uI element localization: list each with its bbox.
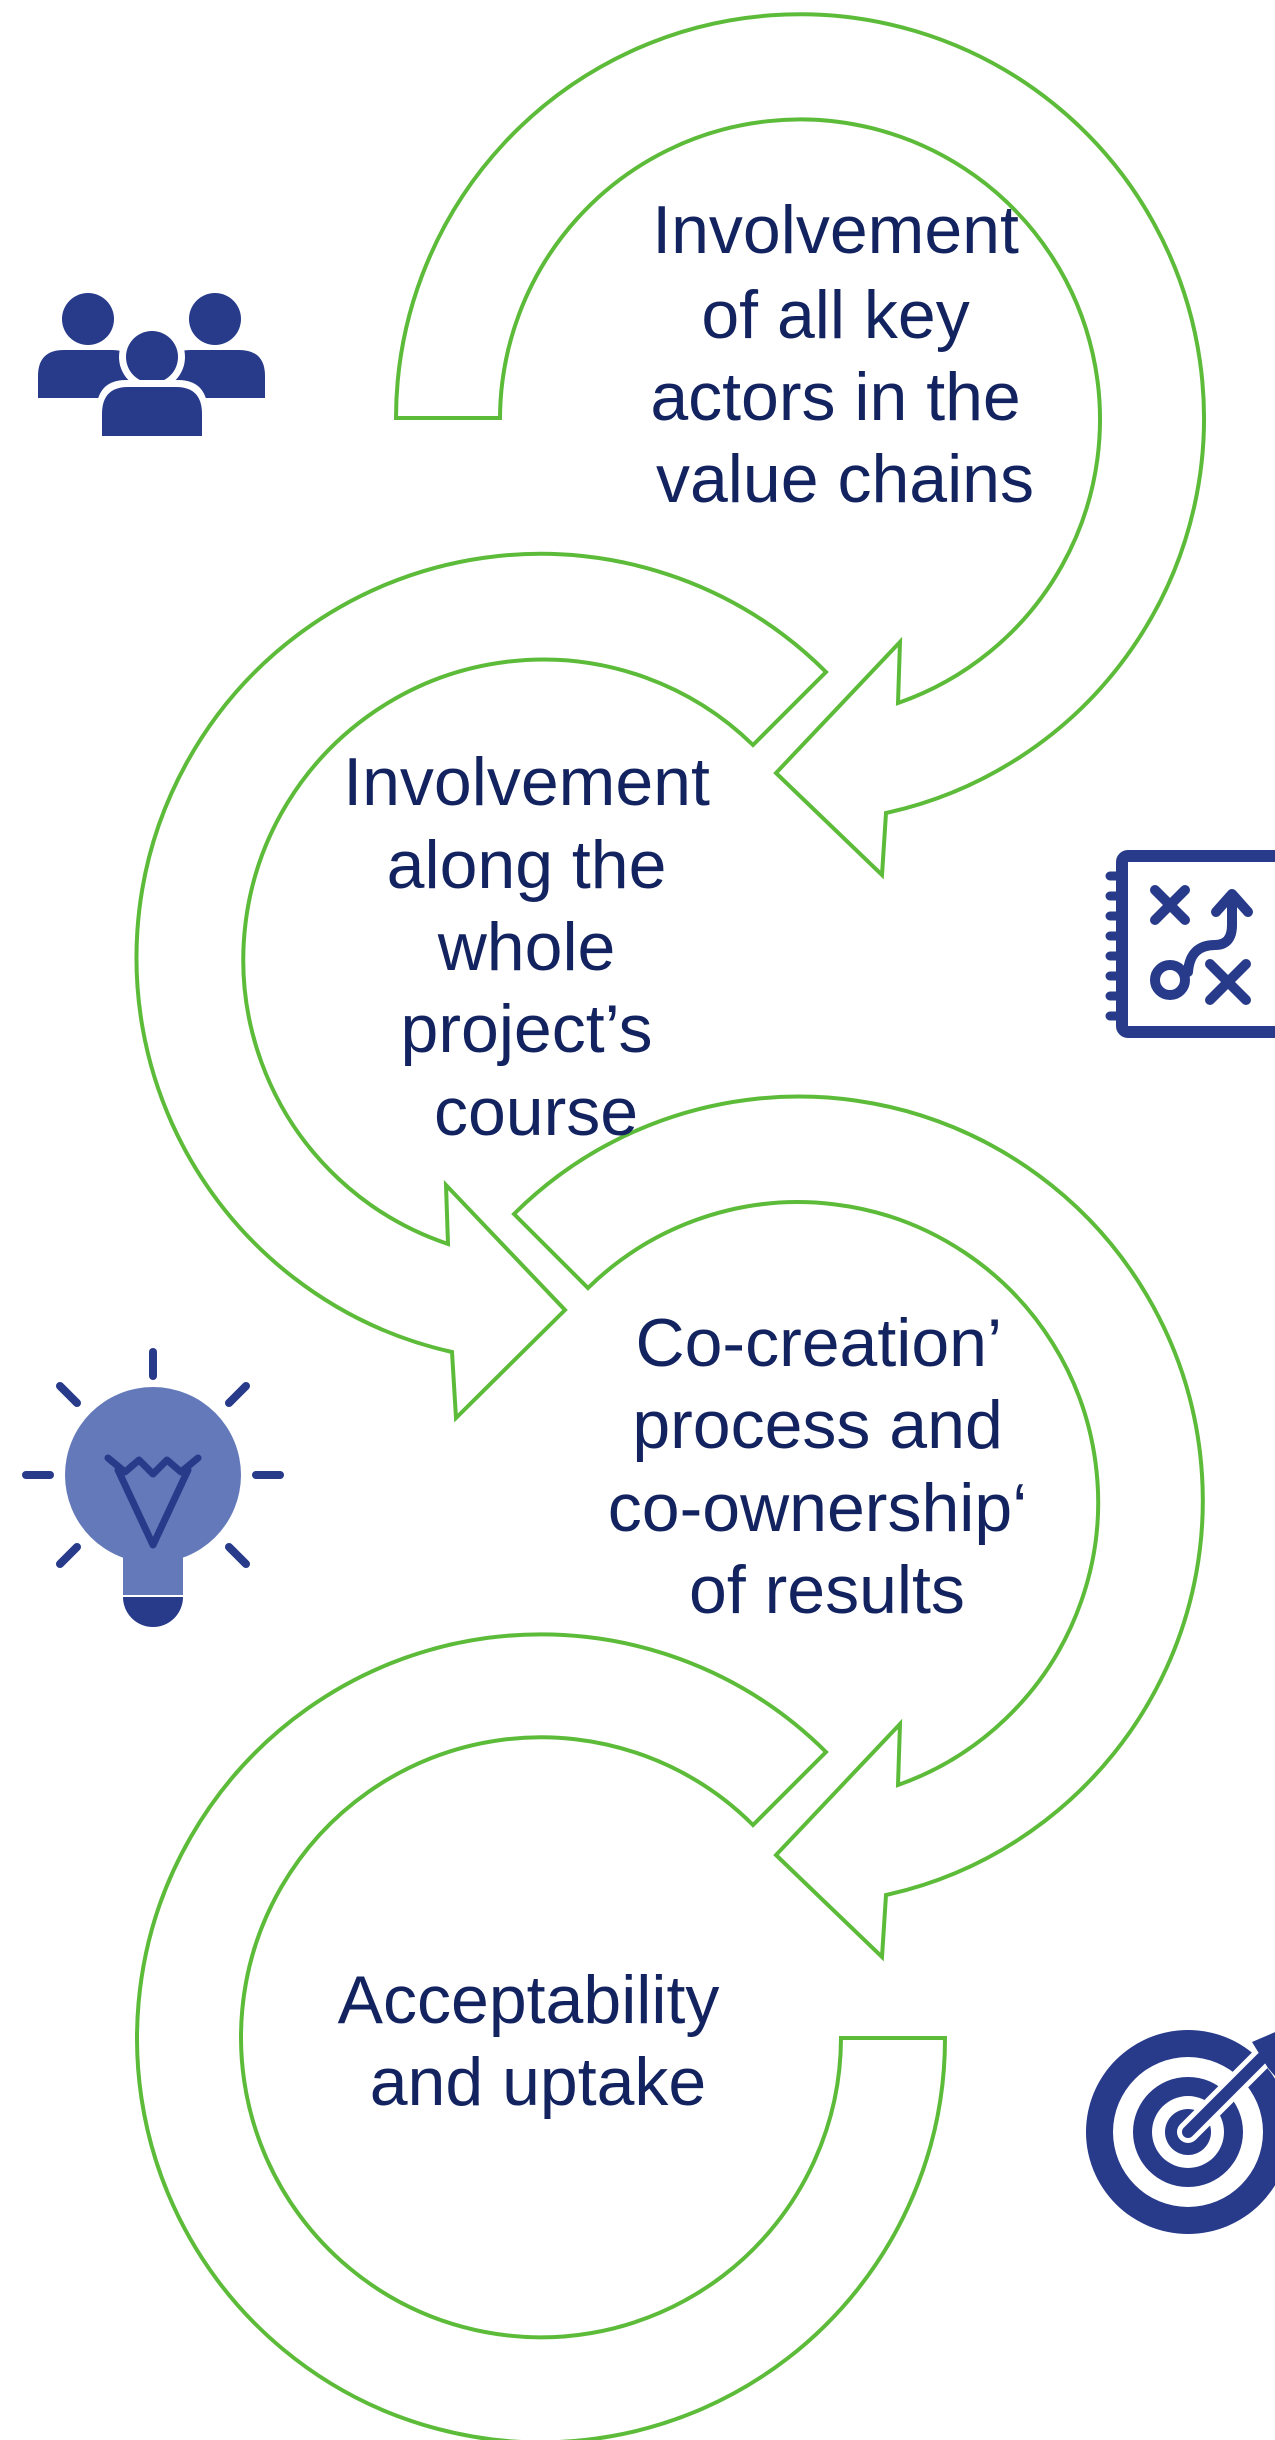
flow-arrow-1: [393, 12, 1206, 880]
strategy-board-icon: [1105, 850, 1275, 1038]
flow-arrow-3: [511, 1094, 1205, 1962]
step-3-text: Co-creation’ process and co-ownership‘ o…: [608, 1305, 1046, 1628]
step-1-text: Involvement of all key actors in the val…: [650, 192, 1039, 517]
flow-arrow-4: [135, 1632, 948, 2440]
lightbulb-icon: [22, 1348, 284, 1627]
target-icon: [1086, 2030, 1275, 2234]
step-4-text: Acceptability and uptake: [338, 1962, 739, 2120]
step-2-text: Involvement along the whole project’s co…: [343, 744, 729, 1150]
people-group-icon: [38, 293, 265, 440]
flow-arrow-2: [134, 551, 829, 1423]
